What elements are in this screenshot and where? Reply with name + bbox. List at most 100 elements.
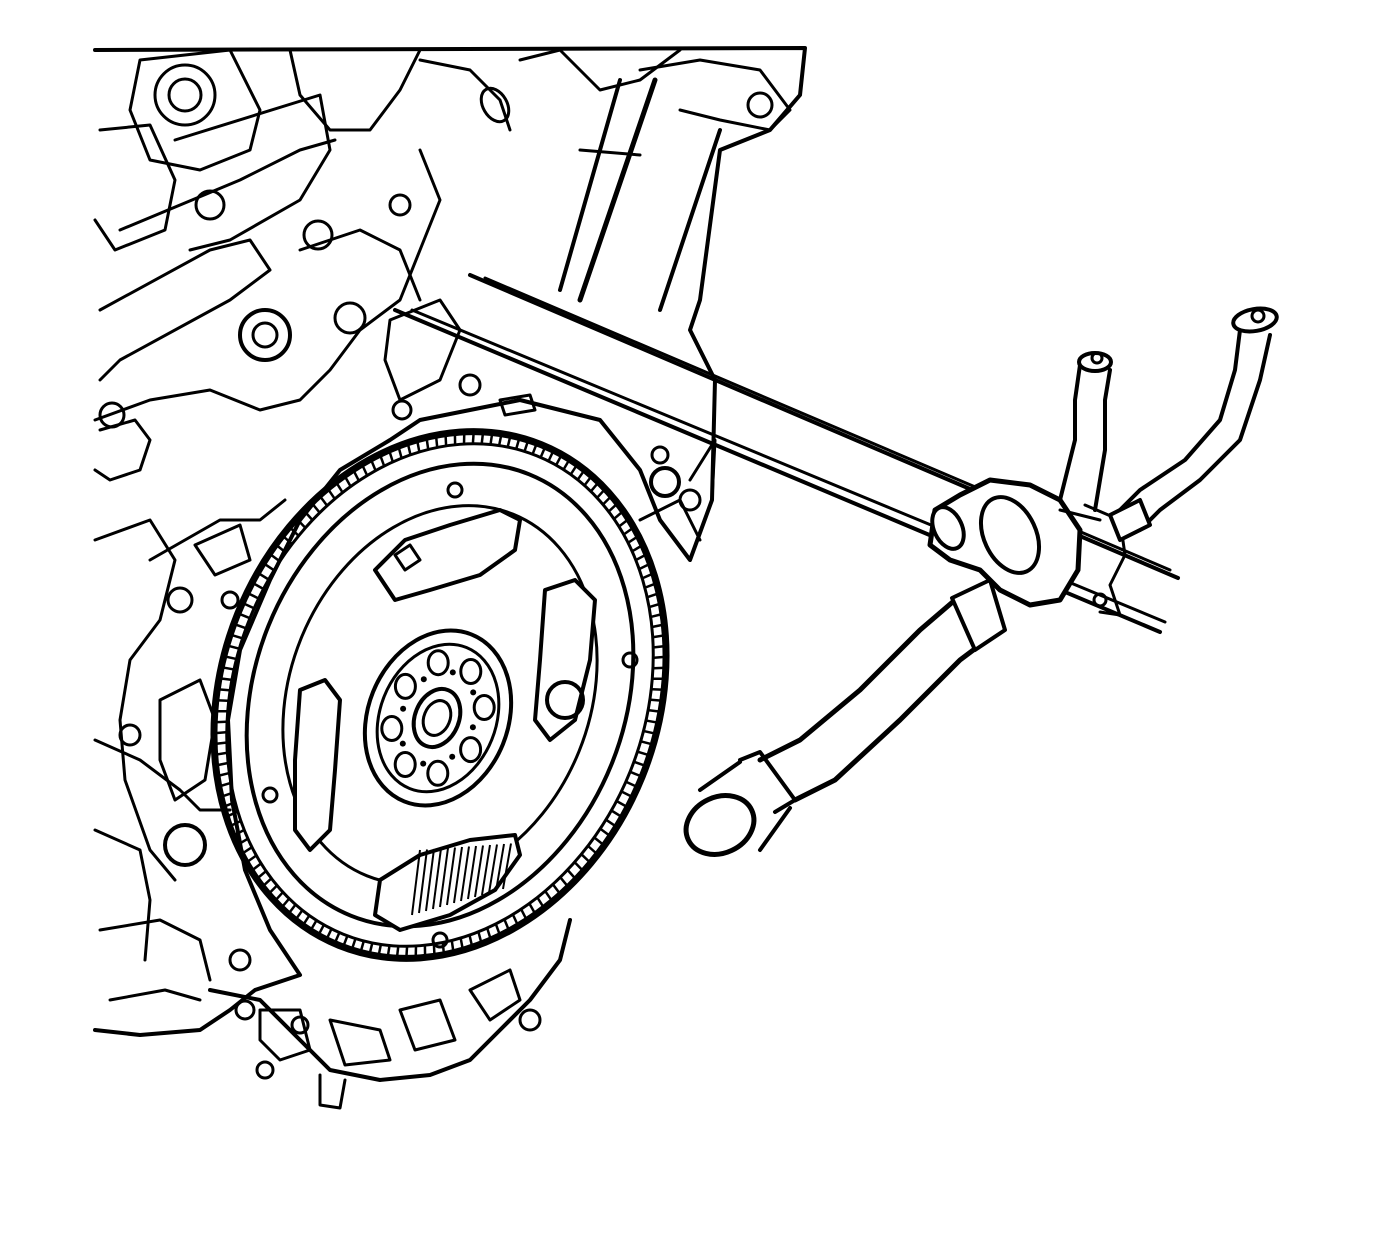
ring-gear-tooth — [587, 845, 599, 856]
pipe-open-end — [683, 793, 757, 857]
ring-gear-tooth — [600, 828, 612, 838]
ring-gear-tooth — [626, 780, 639, 789]
ring-gear-tooth — [486, 928, 493, 941]
ring-gear-tooth — [295, 517, 306, 529]
ring-gear-tooth — [567, 869, 578, 881]
ring-gear-tooth — [250, 862, 262, 872]
ring-gear-tooth — [544, 890, 554, 903]
ring-gear-tooth — [630, 771, 643, 778]
hub-bolt-hole — [459, 658, 483, 685]
ring-gear-tooth — [215, 761, 228, 767]
ring-gear-tooth — [641, 740, 654, 746]
ring-gear-tooth — [386, 945, 391, 958]
ring-gear-tooth — [405, 946, 409, 959]
ring-gear-tooth — [618, 518, 630, 528]
hub-bolt-hole — [472, 694, 496, 721]
ring-gear-tooth — [387, 449, 394, 462]
ring-gear-tooth — [360, 463, 369, 476]
ring-gear-tooth — [241, 601, 254, 610]
ring-gear-tooth — [220, 791, 233, 798]
crankshaft-hub — [362, 628, 514, 808]
hatch-line — [453, 846, 463, 904]
ring-gear-tooth — [256, 571, 269, 581]
ring-gear-tooth — [397, 445, 403, 459]
ring-gear-tooth — [261, 877, 273, 888]
ring-gear-tooth — [531, 442, 539, 455]
ring-gear-tooth — [650, 698, 663, 703]
ring-gear-tooth — [489, 432, 494, 445]
hub-dowel-dot — [420, 676, 427, 683]
ring-gear-tooth — [639, 562, 651, 571]
ring-gear-tooth — [523, 439, 530, 452]
ring-gear-tooth — [301, 914, 311, 927]
ring-gear-tooth — [642, 572, 655, 580]
cutout-hatching — [411, 843, 512, 916]
ring-gear-tooth — [351, 469, 360, 481]
hatch-line — [460, 846, 470, 902]
hub-bolt-hole — [426, 649, 450, 677]
ring-gear-tooth — [378, 453, 386, 467]
ring-gear-tooth — [281, 534, 293, 545]
ring-gear-tooth — [294, 909, 304, 921]
balance-cutout-left — [293, 678, 342, 852]
ring-gear-tooth — [503, 919, 511, 932]
hatch-line — [481, 844, 491, 896]
hatch-line — [439, 847, 449, 908]
ring-gear-tooth — [511, 914, 520, 927]
ring-gear-tooth — [255, 870, 267, 880]
hub-dowel-dot — [470, 689, 477, 696]
ring-gear-tooth — [450, 940, 455, 953]
ring-gear-tooth — [631, 543, 644, 553]
ring-gear-tooth — [574, 861, 585, 873]
ring-gear-tooth — [536, 897, 546, 909]
ring-gear-tooth — [652, 687, 665, 692]
ring-gear-tooth — [325, 928, 333, 941]
ring-gear-tooth — [477, 931, 483, 945]
ring-gear-tooth — [216, 771, 230, 778]
ring-gear — [213, 431, 667, 959]
hatch-line — [467, 845, 477, 900]
ring-gear-tooth — [359, 940, 366, 953]
ring-gear-tooth — [326, 487, 336, 500]
hub-dowel-dot — [400, 705, 407, 712]
ring-gear-tooth — [317, 924, 326, 936]
ring-gear-tooth — [506, 435, 512, 448]
ring-gear-tooth — [649, 602, 662, 609]
hub-bolt-hole — [380, 715, 404, 742]
ring-gear-tooth — [653, 633, 666, 639]
ring-gear-tooth — [621, 790, 634, 799]
ring-gear-tooth — [343, 474, 352, 487]
ring-gear-tooth — [434, 435, 439, 448]
ring-gear-tooth — [333, 932, 341, 945]
ring-gear-tooth — [245, 854, 257, 864]
hatch-line — [432, 848, 442, 910]
ring-gear-tooth — [213, 741, 227, 746]
ring-gear-tooth — [497, 433, 503, 446]
ring-gear-tooth — [559, 877, 570, 888]
ring-gear-tooth — [287, 903, 297, 915]
ring-gear-tooth — [341, 935, 349, 948]
ring-gear-tooth — [218, 781, 231, 788]
engine-block — [93, 46, 807, 1110]
ring-gear-tooth — [596, 487, 607, 499]
transmission-cooler-pipes — [393, 273, 1279, 857]
hatch-line — [495, 843, 505, 892]
ring-gear-tooth — [214, 751, 227, 757]
ring-gear-tooth — [215, 698, 228, 703]
ring-gear-tooth — [569, 463, 579, 476]
ring-gear-tooth — [471, 431, 475, 444]
ring-gear-tooth — [309, 919, 318, 932]
ring-gear-tooth — [514, 437, 521, 450]
ring-gear-tooth — [444, 433, 448, 446]
hub-bolt-hole — [459, 736, 483, 764]
ring-gear-tooth — [246, 591, 259, 600]
ring-gear-tooth — [634, 760, 647, 768]
ring-gear-tooth — [262, 562, 274, 571]
hub-dowel-dot — [399, 740, 406, 747]
ring-gear-tooth — [240, 846, 253, 856]
ring-gear-tooth — [607, 502, 619, 513]
hub-dowel-dot — [449, 753, 456, 760]
ring-gear-tooth — [602, 495, 613, 506]
ring-gear-tooth — [432, 944, 436, 957]
